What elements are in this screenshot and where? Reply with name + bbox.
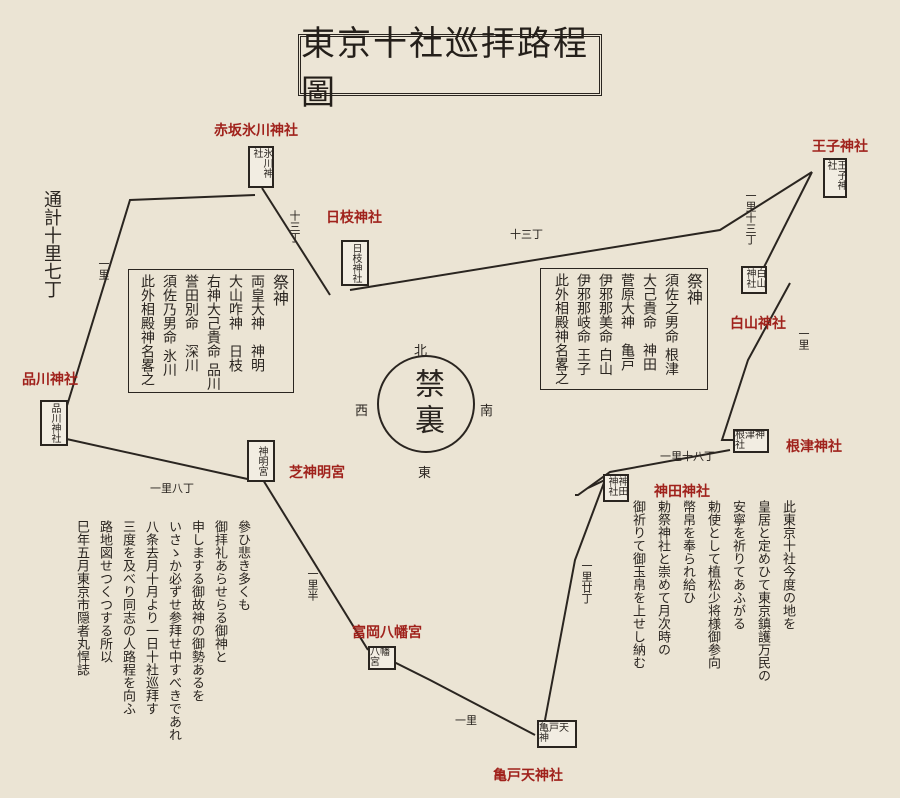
deity-box-right: 祭神 須佐之男命 根津 大己貴命 神田 菅原大神 亀戸 伊邪那美命 白山 伊邪那… <box>540 268 708 390</box>
deity-left-col-2: 大山咋神 日枝 <box>227 274 243 372</box>
stamp-kanda: 神田神社 <box>603 474 629 502</box>
deity-right-col-4: 伊邪那美命 白山 <box>597 273 613 376</box>
label-shinagawa: 品川神社 <box>22 372 78 388</box>
note-left-line-6: 三度を及べり同志の人路程を向ふ <box>120 520 135 715</box>
note-right-line-7: 御祈りて御玉帛を上せし納む <box>630 500 645 669</box>
stamp-akasaka: 氷川神社 <box>248 146 274 188</box>
route-hakusan-nezu <box>720 282 791 441</box>
deity-right-col-5: 伊邪那岐命 王子 <box>575 273 591 376</box>
note-left: 參ひ悲き多くも 御拝礼あらせらる御神と 申しまする御故神の御勢あるを いさゝか必… <box>62 520 252 770</box>
deity-left-col-3: 右神大己貴命 品川 <box>205 274 221 391</box>
label-hakusan: 白山神社 <box>730 316 786 332</box>
total-distance: 通計十里七丁 <box>41 190 62 298</box>
distance-6: 一里十八丁 <box>660 450 715 463</box>
deity-left-col-5: 須佐乃男命 氷川 <box>161 274 177 377</box>
stamp-shiba: 神明宮 <box>247 440 275 482</box>
distance-1: 一里 <box>97 258 110 280</box>
map-title: 東京十社巡拝路程圖 <box>298 24 602 113</box>
imperial-palace-circle: 禁裏 <box>377 355 475 453</box>
compass-east: 東 <box>418 466 432 481</box>
route-shinagawa-akasaka <box>61 194 256 423</box>
note-left-line-7: 路地図せつくつする所以 <box>97 520 112 663</box>
route-kanda-kameido <box>544 478 607 721</box>
stamp-nezu: 根津神社 <box>733 429 769 453</box>
route-akasaka-hie <box>261 187 331 296</box>
stamp-kameido: 亀戸天神 <box>537 720 577 748</box>
deity-left-heading: 祭神 <box>270 274 289 306</box>
deity-left-col-4: 誉田別命 深川 <box>183 274 199 372</box>
deity-right-col-1: 須佐之男命 根津 <box>663 273 679 376</box>
deity-left-col-6: 此外相殿神名畧之 <box>139 274 155 386</box>
distance-2: 十三丁 <box>288 210 301 243</box>
label-nezu: 根津神社 <box>786 439 842 455</box>
deity-right-col-3: 菅原大神 亀戸 <box>619 273 635 371</box>
note-right: 此東京十社今度の地を 皇居と定めひて東京鎮護万民の 安寧を祈りてあふがる 勅使と… <box>618 500 798 760</box>
note-left-line-8: 巳年五月東京市隠者丸悍誌 <box>74 520 89 676</box>
route-kameido-tomioka <box>379 654 536 736</box>
distance-10: 一里八丁 <box>150 482 194 495</box>
label-oji: 王子神社 <box>812 139 868 155</box>
note-right-line-3: 安寧を祈りてあふがる <box>730 500 745 630</box>
deity-box-left: 祭神 両皇大神 神明 大山咋神 日枝 右神大己貴命 品川 誉田別命 深川 須佐乃… <box>128 269 294 393</box>
route-nezu-kanda <box>575 449 731 496</box>
note-left-line-3: 申しまする御故神の御勢あるを <box>189 520 204 702</box>
note-left-line-2: 御拝礼あらせらる御神と <box>212 520 227 663</box>
label-kanda: 神田神社 <box>654 484 710 500</box>
distance-3: 十三丁 <box>510 228 543 241</box>
distance-4: 一里十三丁 <box>744 190 757 245</box>
compass-south: 南 <box>480 404 494 419</box>
note-left-line-1: 參ひ悲き多くも <box>235 520 250 611</box>
compass-west: 西 <box>355 404 369 419</box>
note-right-line-6: 勅祭神社と崇めて月次時の <box>655 500 670 656</box>
label-kameido: 亀戸天神社 <box>493 768 563 784</box>
label-shiba: 芝神明宮 <box>289 465 345 481</box>
note-right-line-1: 此東京十社今度の地を <box>780 500 795 630</box>
deity-right-col-2: 大己貴命 神田 <box>641 273 657 371</box>
stamp-oji: 王子神社 <box>823 158 847 198</box>
label-tomioka: 富岡八幡宮 <box>352 625 422 641</box>
label-hie: 日枝神社 <box>326 210 382 226</box>
deity-left-col-1: 両皇大神 神明 <box>249 274 265 372</box>
distance-8: 一里 <box>455 714 477 727</box>
note-left-line-4: いさゝか必ずせ参拜せ中すべきであれ <box>166 520 181 741</box>
stamp-tomioka: 八幡宮 <box>368 646 396 670</box>
route-hie-oji <box>349 171 813 291</box>
route-shiba-shinagawa <box>61 437 253 481</box>
compass-north: 北 <box>414 344 428 359</box>
stamp-hakusan: 白山神社 <box>741 266 767 294</box>
route-oji-hakusan <box>759 171 813 276</box>
note-right-line-5: 幣帛を奉られ給ひ <box>680 500 695 604</box>
note-right-line-2: 皇居と定めひて東京鎮護万民の <box>755 500 770 682</box>
deity-right-heading: 祭神 <box>684 273 703 305</box>
distance-5: 一里 <box>797 328 810 350</box>
note-right-line-4: 勅使として植松少将様御参向 <box>705 500 720 669</box>
label-akasaka: 赤坂氷川神社 <box>214 123 298 139</box>
stamp-shinagawa: 品川神社 <box>40 400 68 446</box>
stamp-hie: 日枝神社 <box>341 240 369 286</box>
route-tomioka-shiba <box>259 474 369 651</box>
distance-9: 一里半 <box>306 568 319 601</box>
note-left-line-5: 八条去月十月より一日十社巡拜す <box>143 520 158 715</box>
distance-7: 一里廿丁 <box>580 560 593 604</box>
deity-right-col-6: 此外相殿神名畧之 <box>553 273 569 385</box>
